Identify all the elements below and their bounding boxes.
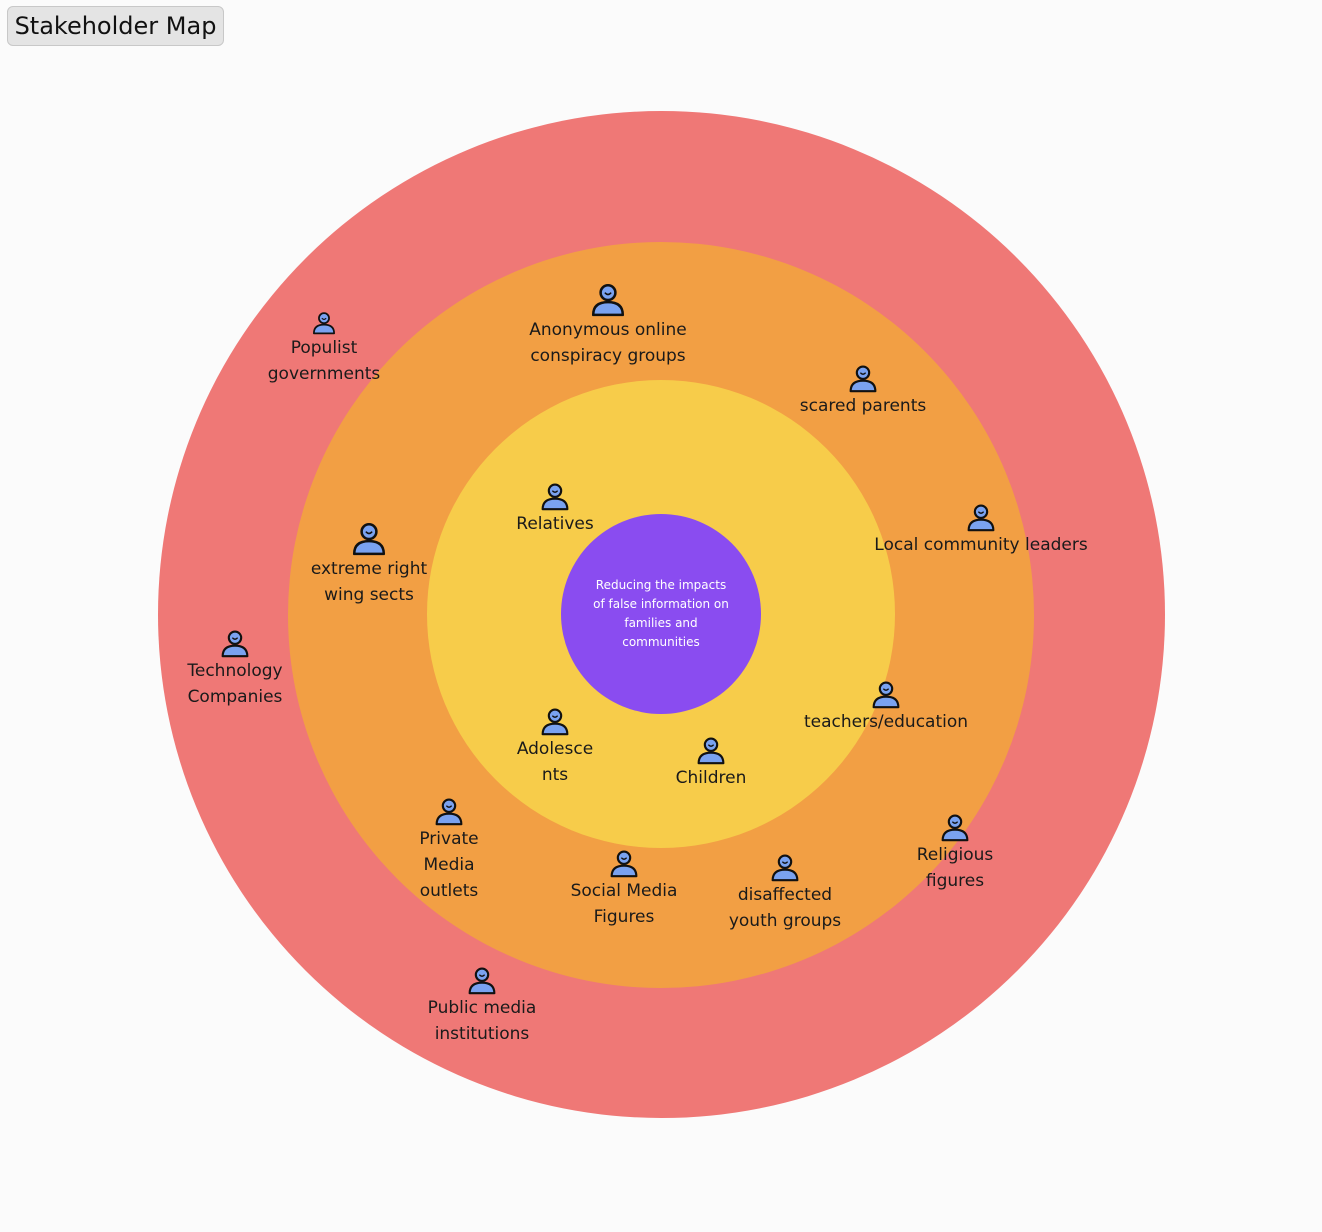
stakeholder-disaffected-youth-groups[interactable]: disaffected youth groups: [675, 852, 895, 934]
stakeholder-label: Children: [675, 768, 747, 788]
stakeholder-label: Adolesce nts: [516, 739, 594, 785]
person-icon: [591, 284, 625, 317]
stakeholder-label: scared parents: [799, 396, 927, 416]
stakeholder-scared-parents[interactable]: scared parents: [753, 363, 973, 419]
person-icon: [352, 523, 386, 556]
stakeholder-label: Populist governments: [267, 338, 381, 384]
person-icon: [849, 365, 877, 393]
stakeholder-relatives[interactable]: Relatives: [445, 481, 665, 537]
person-icon: [313, 312, 335, 335]
stakeholder-technology-companies[interactable]: Technology Companies: [125, 628, 345, 710]
stakeholder-label: Private Media outlets: [419, 829, 479, 901]
person-icon: [541, 483, 569, 511]
stakeholder-adolescents[interactable]: Adolesce nts: [445, 706, 665, 788]
person-icon: [872, 681, 900, 709]
stakeholder-label: teachers/education: [803, 712, 969, 732]
stakeholder-children[interactable]: Children: [601, 735, 821, 791]
person-icon: [221, 630, 249, 658]
stakeholder-anonymous-conspiracy-groups[interactable]: Anonymous online conspiracy groups: [498, 281, 718, 369]
stakeholder-label: Anonymous online conspiracy groups: [529, 320, 687, 366]
stakeholder-public-media-institutions[interactable]: Public media institutions: [372, 965, 592, 1047]
stakeholder-extreme-right-wing-sects[interactable]: extreme right wing sects: [259, 520, 479, 608]
stakeholder-label: Social Media Figures: [570, 881, 678, 927]
stakeholder-label: Religious figures: [916, 845, 994, 891]
stakeholder-social-media-figures[interactable]: Social Media Figures: [514, 848, 734, 930]
stakeholder-label: Technology Companies: [187, 661, 283, 707]
core-goal-circle: Reducing the impacts of false informatio…: [561, 514, 761, 714]
person-icon: [941, 814, 969, 842]
person-icon: [697, 737, 725, 765]
stakeholder-label: Local community leaders: [874, 535, 1088, 555]
person-icon: [771, 854, 799, 882]
stakeholder-teachers-education[interactable]: teachers/education: [776, 679, 996, 735]
stakeholder-religious-figures[interactable]: Religious figures: [845, 812, 1065, 894]
person-icon: [435, 798, 463, 826]
stakeholder-populist-governments[interactable]: Populist governments: [214, 310, 434, 387]
stakeholder-label: extreme right wing sects: [310, 559, 428, 605]
person-icon: [967, 504, 995, 532]
core-goal-label: Reducing the impacts of false informatio…: [593, 578, 729, 649]
stakeholder-private-media-outlets[interactable]: Private Media outlets: [339, 796, 559, 904]
stakeholder-label: disaffected youth groups: [728, 885, 842, 931]
person-icon: [468, 967, 496, 995]
person-icon: [541, 708, 569, 736]
stakeholder-label: Relatives: [516, 514, 594, 534]
stakeholder-map-title-button[interactable]: Stakeholder Map: [7, 6, 224, 46]
person-icon: [610, 850, 638, 878]
stakeholder-label: Public media institutions: [427, 998, 537, 1044]
stakeholder-local-community-leaders[interactable]: Local community leaders: [871, 502, 1091, 558]
